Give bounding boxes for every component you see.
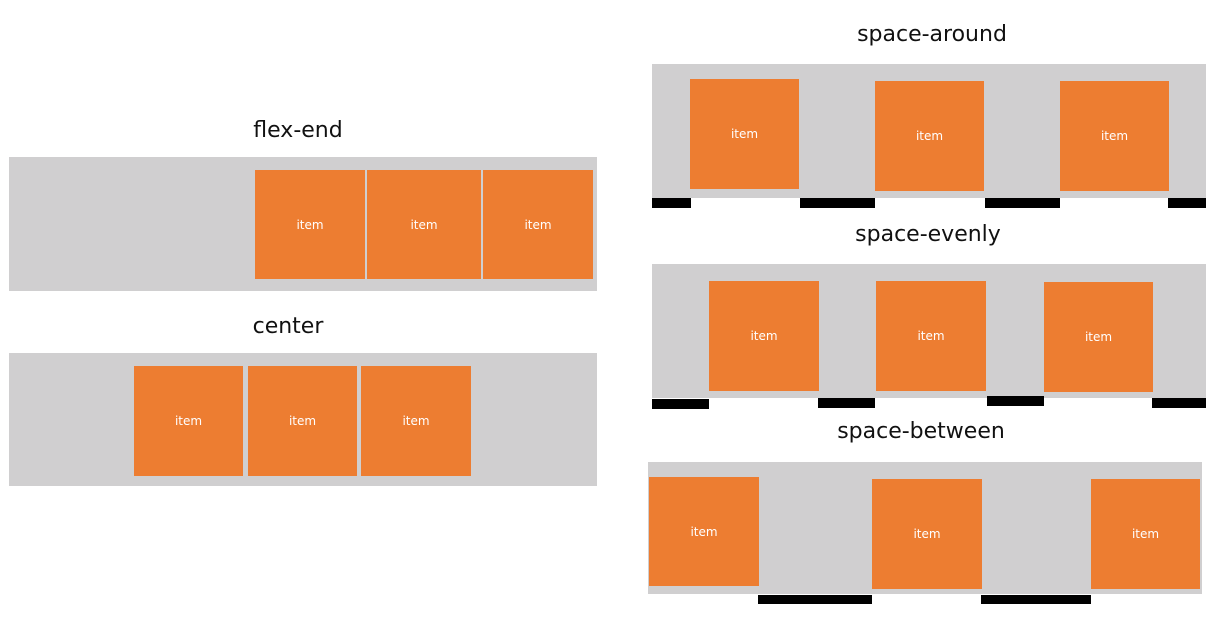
space-around-container: item item item xyxy=(652,64,1206,198)
space-evenly-gap-marker-2 xyxy=(818,398,875,408)
space-between-container: item item item xyxy=(648,462,1202,594)
center-item-1: item xyxy=(134,366,243,476)
space-around-gap-marker-3 xyxy=(985,198,1060,208)
space-around-item-2: item xyxy=(875,81,984,191)
flex-end-item-3: item xyxy=(483,170,593,279)
space-evenly-gap-marker-3 xyxy=(987,396,1044,406)
space-between-title: space-between xyxy=(837,419,1005,444)
space-evenly-title: space-evenly xyxy=(855,222,1001,247)
space-around-title: space-around xyxy=(857,22,1007,47)
flex-end-item-1: item xyxy=(255,170,365,279)
space-evenly-gap-marker-4 xyxy=(1152,398,1206,408)
space-evenly-item-2: item xyxy=(876,281,986,391)
center-title: center xyxy=(252,314,324,339)
space-around-gap-marker-2 xyxy=(800,198,875,208)
flex-end-item-2: item xyxy=(367,170,481,279)
space-between-item-3: item xyxy=(1091,479,1200,589)
center-item-3: item xyxy=(361,366,471,476)
space-around-item-1: item xyxy=(690,79,799,189)
center-container: item item item xyxy=(9,353,597,486)
space-between-item-1: item xyxy=(649,477,759,586)
space-around-gap-marker-1 xyxy=(652,198,691,208)
space-evenly-item-3: item xyxy=(1044,282,1153,392)
space-evenly-container: item item item xyxy=(652,264,1206,398)
space-around-item-3: item xyxy=(1060,81,1169,191)
space-evenly-item-1: item xyxy=(709,281,819,391)
flex-end-container: item item item xyxy=(9,157,597,291)
space-between-gap-marker-1 xyxy=(758,595,872,604)
space-evenly-gap-marker-1 xyxy=(652,399,709,409)
space-between-item-2: item xyxy=(872,479,982,589)
space-around-gap-marker-4 xyxy=(1168,198,1206,208)
flex-end-title: flex-end xyxy=(253,118,343,143)
space-between-gap-marker-2 xyxy=(981,595,1091,604)
center-item-2: item xyxy=(248,366,357,476)
